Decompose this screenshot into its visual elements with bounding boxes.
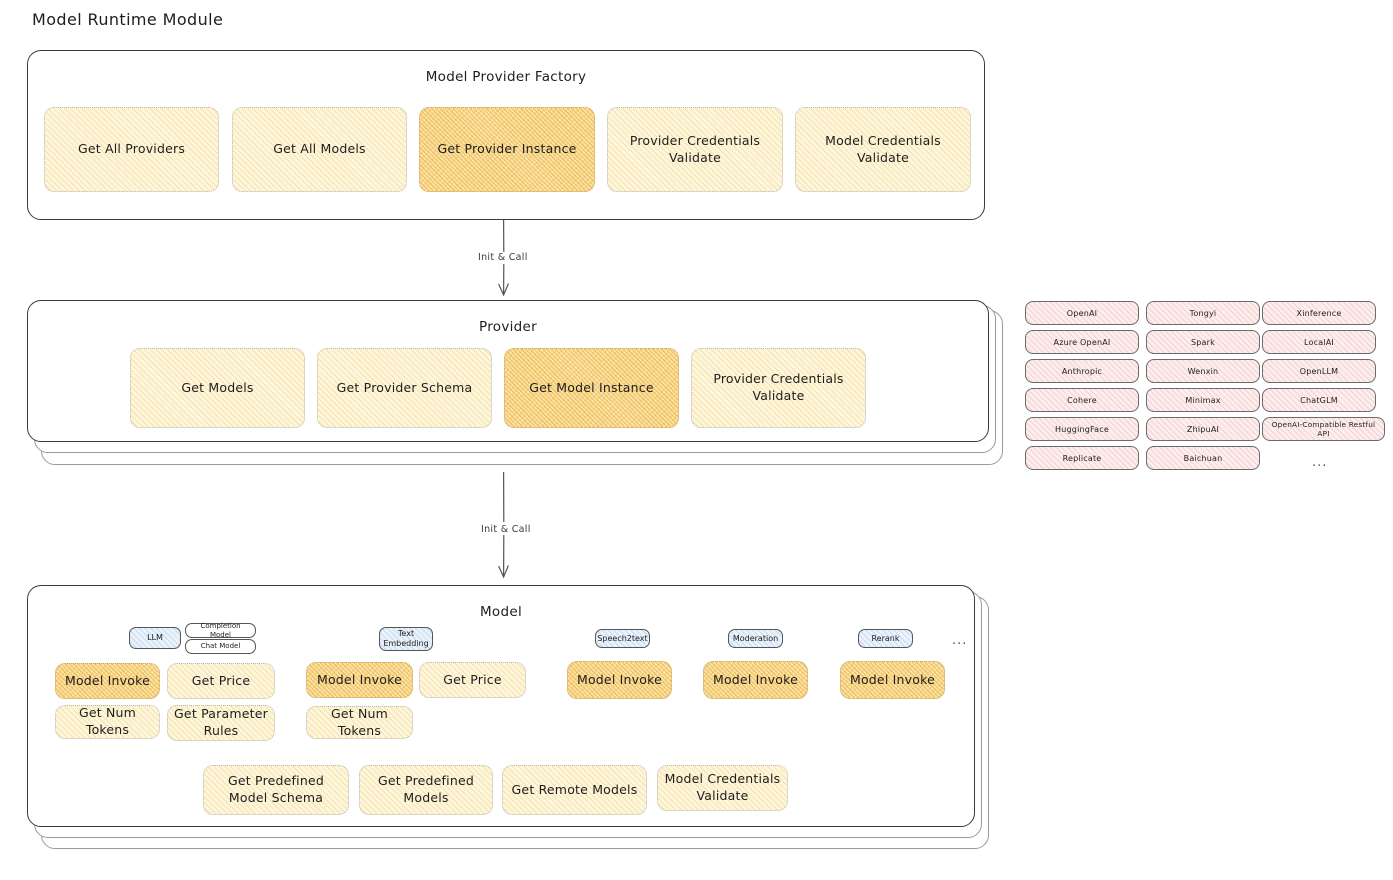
text-embedding-node-get-price[interactable]: Get Price [419,662,526,698]
text-embedding-node-model-invoke[interactable]: Model Invoke [306,662,413,698]
model-type-tag-moderation[interactable]: Moderation [728,629,783,648]
provider-chip-xinference[interactable]: Xinference [1262,301,1376,325]
model-common-node-get-predefined-model-schema[interactable]: Get Predefined Model Schema [203,765,349,815]
model-types-more-dots: ... [952,633,968,648]
rerank-node-model-invoke[interactable]: Model Invoke [840,661,945,699]
factory-node-provider-credentials-validate[interactable]: Provider Credentials Validate [607,107,783,192]
llm-node-model-invoke[interactable]: Model Invoke [55,663,160,699]
text-embedding-node-get-num-tokens[interactable]: Get Num Tokens [306,706,413,739]
moderation-node-model-invoke[interactable]: Model Invoke [703,661,808,699]
provider-chip-replicate[interactable]: Replicate [1025,446,1139,470]
provider-node-get-models[interactable]: Get Models [130,348,305,428]
llm-node-get-price[interactable]: Get Price [167,663,275,699]
model-type-tag-text-embedding[interactable]: Text Embedding [379,627,433,651]
provider-node-get-model-instance[interactable]: Get Model Instance [504,348,679,428]
model-common-node-get-predefined-models[interactable]: Get Predefined Models [359,765,493,815]
provider-node-get-provider-schema[interactable]: Get Provider Schema [317,348,492,428]
provider-chip-chatglm[interactable]: ChatGLM [1262,388,1376,412]
provider-chip-tongyi[interactable]: Tongyi [1146,301,1260,325]
provider-chip-openllm[interactable]: OpenLLM [1262,359,1376,383]
provider-chip-zhipuai[interactable]: ZhipuAI [1146,417,1260,441]
arrow-provider-to-model [498,471,509,579]
page-title: Model Runtime Module [32,10,224,29]
llm-node-get-parameter-rules[interactable]: Get Parameter Rules [167,705,275,741]
provider-list-more-dots: ... [1312,455,1328,470]
provider-chip-huggingface[interactable]: HuggingFace [1025,417,1139,441]
model-type-tag-llm[interactable]: LLM [129,627,181,649]
provider-chip-cohere[interactable]: Cohere [1025,388,1139,412]
speech2text-node-model-invoke[interactable]: Model Invoke [567,661,672,699]
provider-chip-openai-compatible-restful-api[interactable]: OpenAI-Compatible Restful API [1262,417,1385,441]
model-subtag-chat-model[interactable]: Chat Model [185,639,256,654]
model-common-node-get-remote-models[interactable]: Get Remote Models [502,765,647,815]
provider-chip-anthropic[interactable]: Anthropic [1025,359,1139,383]
model-title: Model [479,604,523,620]
provider-chip-localai[interactable]: LocalAI [1262,330,1376,354]
llm-node-get-num-tokens[interactable]: Get Num Tokens [55,705,160,739]
arrow-2-label: Init & Call [477,524,535,535]
factory-node-get-provider-instance[interactable]: Get Provider Instance [419,107,595,192]
arrow-1-label: Init & Call [474,252,532,263]
provider-chip-openai[interactable]: OpenAI [1025,301,1139,325]
provider-node-provider-credentials-validate[interactable]: Provider Credentials Validate [691,348,866,428]
arrow-factory-to-provider [498,219,509,297]
factory-node-model-credentials-validate[interactable]: Model Credentials Validate [795,107,971,192]
model-provider-factory-title: Model Provider Factory [425,69,587,85]
model-type-tag-speech2text[interactable]: Speech2text [595,629,650,648]
factory-node-get-all-models[interactable]: Get All Models [232,107,407,192]
provider-chip-minimax[interactable]: Minimax [1146,388,1260,412]
provider-chip-azure-openai[interactable]: Azure OpenAI [1025,330,1139,354]
factory-node-get-all-providers[interactable]: Get All Providers [44,107,219,192]
model-panel: Model [27,585,975,827]
provider-chip-spark[interactable]: Spark [1146,330,1260,354]
model-common-node-model-credentials-validate[interactable]: Model Credentials Validate [657,765,788,811]
provider-title: Provider [479,319,537,335]
model-subtag-completion-model[interactable]: Completion Model [185,622,256,639]
provider-chip-wenxin[interactable]: Wenxin [1146,359,1260,383]
provider-chip-baichuan[interactable]: Baichuan [1146,446,1260,470]
model-type-tag-rerank[interactable]: Rerank [858,629,913,648]
